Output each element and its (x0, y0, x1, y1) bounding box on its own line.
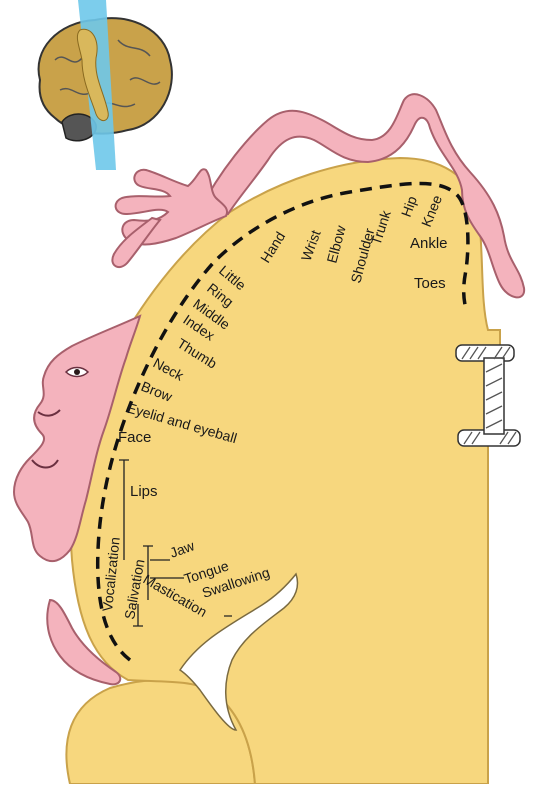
label-lips: Lips (130, 483, 158, 500)
label-ankle: Ankle (410, 235, 448, 252)
homunculus-pupil (74, 369, 80, 375)
label-face: Face (118, 429, 151, 446)
brain-inset (39, 0, 172, 170)
label-toes: Toes (414, 275, 446, 292)
